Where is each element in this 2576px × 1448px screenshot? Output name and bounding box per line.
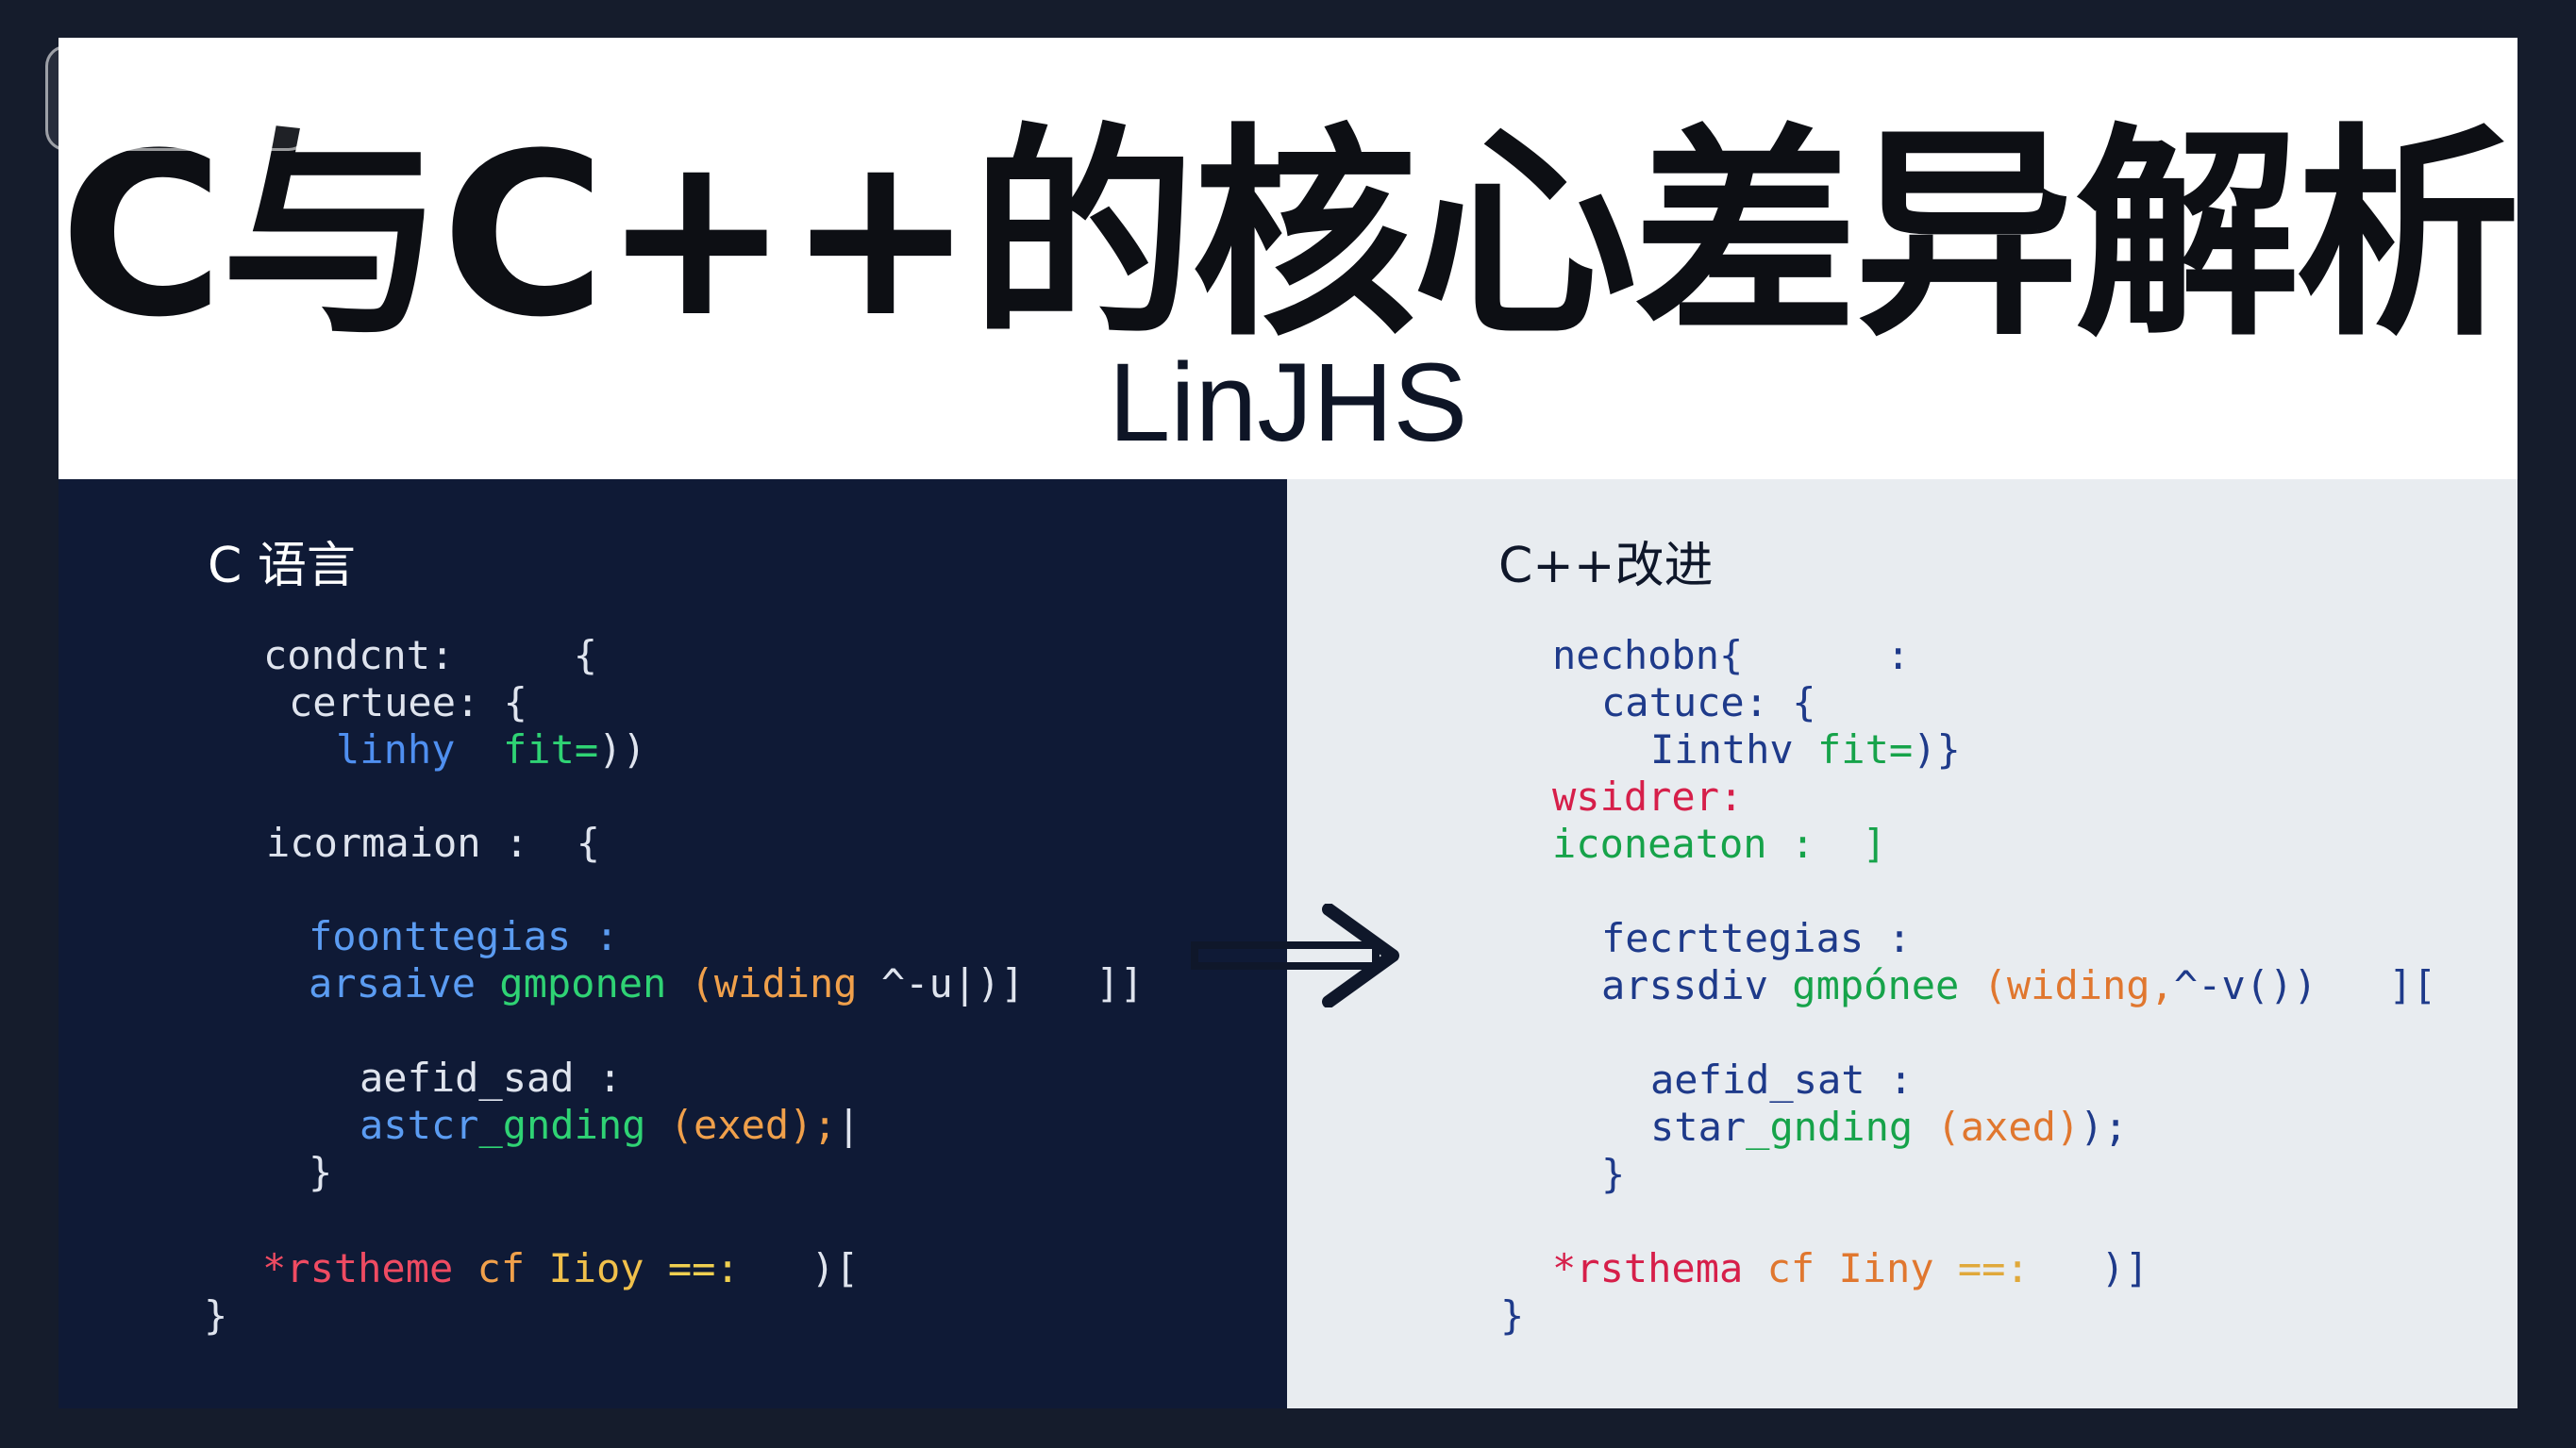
code-token: foonttegias : xyxy=(309,913,619,959)
code-token: cf xyxy=(1766,1245,1839,1291)
code-token: _gnding xyxy=(1746,1104,1937,1150)
code-line: } xyxy=(1500,1296,1524,1336)
code-line: *rsthema cf Iiny ==: )] xyxy=(1552,1249,2149,1289)
code-line: aefid_sad : xyxy=(360,1058,622,1098)
title-banner: C与C++的核心差异解析 LinJHS xyxy=(59,38,2520,479)
code-line: Iinthv fit=)} xyxy=(1650,730,1961,770)
code-token: )] xyxy=(2029,1245,2149,1291)
code-token: condcnt: { xyxy=(263,632,598,678)
code-line: *rstheme cf Iioy ==: )[ xyxy=(262,1249,859,1289)
code-line: arsaive gmponen (widing ^-u|)] ]] xyxy=(309,964,1144,1004)
main-title: C与C++的核心差异解析 xyxy=(59,106,2520,367)
code-token: ^-u|)] ]] xyxy=(880,960,1145,1007)
code-line: fecrttegias : xyxy=(1601,919,1912,958)
code-token: ==: xyxy=(667,1245,740,1291)
c-panel-heading: C 语言 xyxy=(208,538,356,594)
code-line: } xyxy=(204,1296,227,1336)
code-token: Iioy xyxy=(548,1245,668,1291)
code-line: icormaion : { xyxy=(266,824,600,863)
code-token: arssdiv xyxy=(1601,962,1793,1008)
code-token: ==: xyxy=(1957,1245,2030,1291)
author-subtitle: LinJHS xyxy=(1108,341,1468,465)
right-arrow-icon xyxy=(1191,904,1399,1007)
code-token: gmpónee xyxy=(1792,962,1983,1008)
code-token: )) xyxy=(598,726,646,773)
code-token: } xyxy=(1500,1292,1525,1339)
code-token: ^-v()) ][ xyxy=(2173,962,2437,1008)
code-token: certuee: { xyxy=(289,679,527,725)
cpp-panel-heading: C++改进 xyxy=(1498,538,1714,594)
code-token: linhy xyxy=(336,726,504,773)
code-token: fecrttegias : xyxy=(1601,915,1912,961)
code-token: } xyxy=(309,1149,333,1195)
code-line: arssdiv gmpónee (widing,^-v()) ][ xyxy=(1601,966,2436,1006)
code-token: wsidrer: xyxy=(1552,774,1744,820)
code-token: (widing, xyxy=(1982,962,2174,1008)
code-token: star xyxy=(1650,1104,1747,1150)
code-token: *rsthema xyxy=(1552,1245,1767,1291)
code-line: condcnt: { xyxy=(263,636,597,675)
c-language-panel: C 语言 condcnt: {certuee: {linhy fit=))ico… xyxy=(59,479,1287,1408)
code-line: astcr_gnding (exed);| xyxy=(360,1106,861,1145)
code-token: cf xyxy=(477,1245,549,1291)
code-token: arsaive xyxy=(309,960,500,1007)
code-token: (widing xyxy=(690,960,881,1007)
code-line: certuee: { xyxy=(289,683,527,723)
cpp-improvement-panel: C++改进 nechobn{ :catuce: {Iinthv fit=)}ws… xyxy=(1287,479,2517,1408)
code-line: foonttegias : xyxy=(309,917,619,957)
code-token: _gnding xyxy=(478,1102,670,1148)
code-token: nechobn{ : xyxy=(1552,632,1911,678)
code-line: nechobn{ : xyxy=(1552,636,1910,675)
code-line: star_gnding (axed)); xyxy=(1650,1107,2128,1147)
code-token: )[ xyxy=(739,1245,860,1291)
code-line: } xyxy=(1601,1155,1625,1194)
code-token: )} xyxy=(1913,726,1961,773)
code-token: (exed); xyxy=(669,1102,837,1148)
code-line: catuce: { xyxy=(1601,683,1816,723)
code-token: *rstheme xyxy=(262,1245,477,1291)
code-token: Iinthv xyxy=(1650,726,1818,773)
code-token: fit= xyxy=(1817,726,1914,773)
code-line: } xyxy=(309,1153,332,1192)
code-token: aefid_sat : xyxy=(1650,1057,1914,1103)
code-token: (axed) xyxy=(1936,1104,2081,1150)
code-token: } xyxy=(204,1292,228,1339)
code-token: } xyxy=(1601,1151,1626,1197)
code-token: ); xyxy=(2080,1104,2128,1150)
code-token: | xyxy=(836,1102,861,1148)
code-line: linhy fit=)) xyxy=(336,730,646,770)
code-token: iconeaton : ] xyxy=(1552,821,1887,867)
code-token: gmponen xyxy=(499,960,691,1007)
code-token: fit= xyxy=(503,726,599,773)
code-line: wsidrer: xyxy=(1552,777,1743,817)
code-line: iconeaton : ] xyxy=(1552,824,1886,864)
code-token: aefid_sad : xyxy=(360,1055,623,1101)
code-line: aefid_sat : xyxy=(1650,1060,1913,1100)
code-token: astcr xyxy=(360,1102,479,1148)
code-token: Iiny xyxy=(1838,1245,1958,1291)
code-token: icormaion : { xyxy=(266,820,601,866)
code-token: catuce: { xyxy=(1601,679,1816,725)
ai-generated-badge: AI生成 xyxy=(45,45,309,151)
